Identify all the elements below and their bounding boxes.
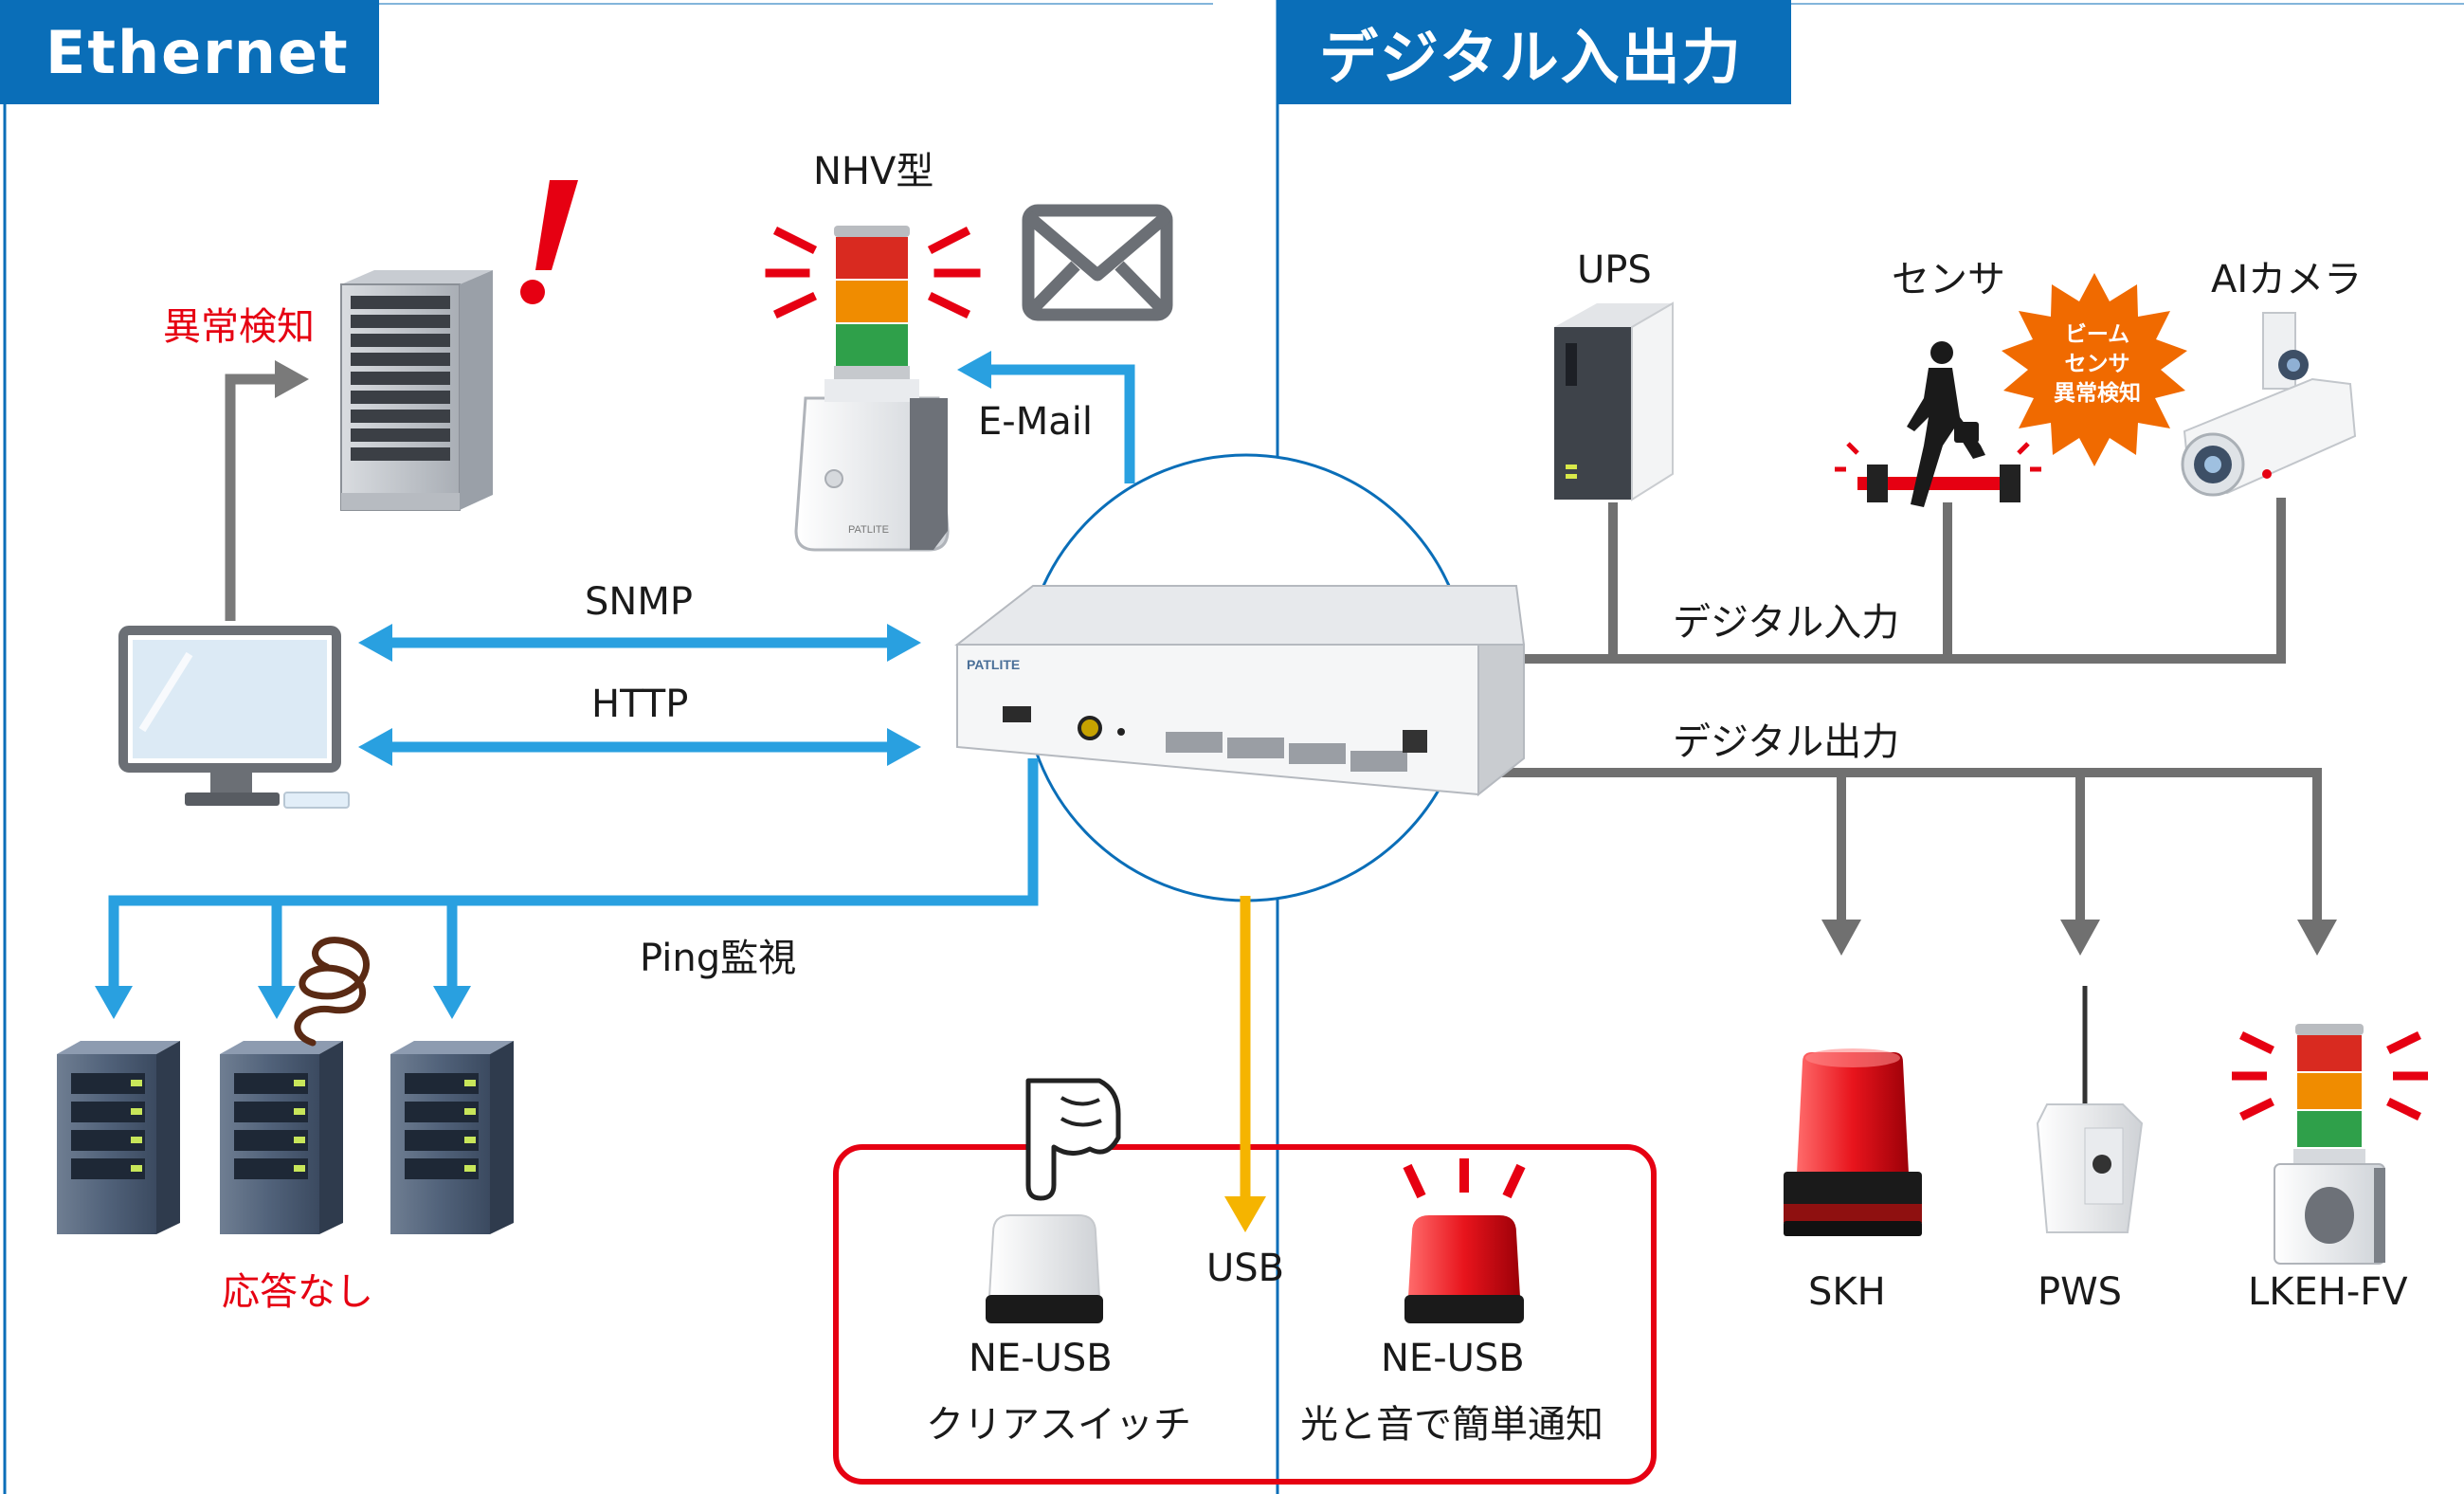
usb-arrow [1224, 896, 1266, 1232]
usb-light-flash-marks [1403, 1158, 1526, 1199]
tower-flash-marks [765, 226, 981, 319]
email-arrow [957, 351, 1135, 483]
ups-label: UPS [1577, 248, 1652, 292]
clear-switch-label: クリアスイッチ [926, 1403, 1191, 1447]
mail-icon [1022, 204, 1173, 321]
http-label: HTTP [591, 683, 689, 726]
section-tab-digital-io: デジタル入出力 [1277, 0, 1791, 104]
tower-brand-label: PATLITE [848, 524, 889, 536]
burst-line-2: センサ [2064, 352, 2130, 376]
server-icon-2 [220, 1041, 343, 1234]
digital-input-label: デジタル入力 [1673, 601, 1900, 645]
tower-flash-marks-2 [2232, 1030, 2428, 1121]
email-label: E-Mail [978, 400, 1093, 444]
revolving-light-icon [1784, 1048, 1922, 1236]
ai-camera-label: AIカメラ [2211, 258, 2363, 301]
burst-badge [2002, 273, 2187, 466]
burst-text: ビーム センサ 異常検知 [2017, 320, 2178, 409]
lkeh-label: LKEH-FV [2248, 1270, 2408, 1314]
main-device: PATLITE [954, 585, 1526, 797]
anomaly-detect-label: 異常検知 [163, 305, 315, 349]
ne-usb-label-1: NE-USB [969, 1337, 1113, 1380]
swirl-icon [294, 937, 370, 1047]
burst-line-3: 異常検知 [2054, 381, 2141, 406]
monitor-icon [118, 626, 350, 809]
sensor-label: センサ [1892, 258, 2005, 301]
camera-icon [2181, 312, 2357, 497]
wireless-transmitter-icon [2036, 986, 2144, 1233]
exclamation-icon [520, 180, 578, 304]
signal-tower-speaker-icon [2274, 1024, 2385, 1265]
digital-input-lines [1516, 498, 2286, 664]
monitor-to-server-arrow [225, 360, 309, 621]
usb-label: USB [1206, 1247, 1285, 1290]
ping-arrows [95, 758, 1039, 1019]
nhv-label: NHV型 [813, 150, 934, 193]
no-response-label: 応答なし [222, 1270, 373, 1314]
pointing-hand-icon [1025, 1078, 1121, 1201]
light-sound-label: 光と音で簡単通知 [1300, 1403, 1603, 1447]
usb-clear-switch-icon [986, 1214, 1103, 1323]
server-icon-1 [57, 1041, 180, 1234]
signal-tower-icon: PATLITE [794, 226, 950, 552]
server-icon-3 [390, 1041, 514, 1234]
pws-label: PWS [2038, 1270, 2123, 1314]
snmp-arrow [358, 624, 921, 662]
http-arrow [358, 728, 921, 766]
section-tab-ethernet: Ethernet [0, 0, 379, 104]
skh-label: SKH [1808, 1270, 1886, 1314]
usb-light-icon [1404, 1215, 1524, 1323]
device-brand-label: PATLITE [967, 657, 1020, 672]
burst-line-1: ビーム [2064, 322, 2130, 347]
server-rack-icon [340, 270, 493, 511]
ups-icon [1554, 301, 1674, 501]
ping-label: Ping監視 [640, 937, 797, 980]
digital-output-label: デジタル出力 [1673, 720, 1900, 764]
ne-usb-label-2: NE-USB [1381, 1337, 1525, 1380]
walking-person-icon [1907, 341, 1985, 507]
snmp-label: SNMP [585, 580, 693, 624]
digital-output-lines [1478, 768, 2337, 956]
